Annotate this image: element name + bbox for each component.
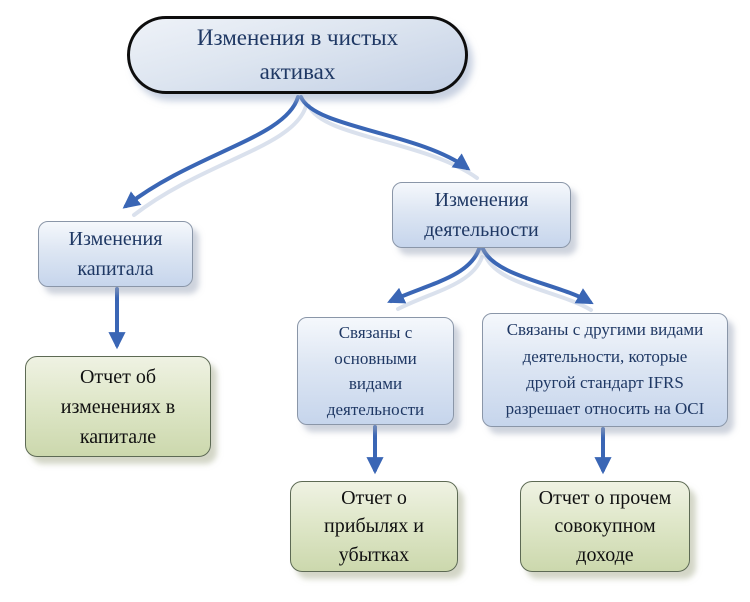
connector-shadow xyxy=(132,104,308,217)
node-changes-in-capital: Изменения капитала xyxy=(38,221,193,287)
node-changes-in-activity: Изменения деятельности xyxy=(392,182,571,248)
connector-root-to-activity xyxy=(299,95,471,171)
connector-shadow xyxy=(396,255,484,311)
node-other-comprehensive-income-statement: Отчет о прочем совокупном доходе xyxy=(520,481,690,572)
connector-activity-to-main-activity xyxy=(387,247,481,304)
connector-shadow xyxy=(307,104,479,180)
connector-activity-to-other-activity xyxy=(481,247,594,305)
node-statement-of-changes-in-equity: Отчет об изменениях в капитале xyxy=(25,356,211,457)
connector-shadow xyxy=(484,255,593,312)
node-profit-and-loss-statement: Отчет о прибылях и убытках xyxy=(290,481,458,572)
node-changes-in-net-assets: Изменения в чистых активах xyxy=(127,16,468,94)
connector-root-to-capital xyxy=(122,95,300,209)
node-related-to-other-activities-oci: Связаны с другими видами деятельности, к… xyxy=(482,313,728,427)
node-related-to-main-activities: Связаны с основными видами деятельности xyxy=(297,317,454,425)
